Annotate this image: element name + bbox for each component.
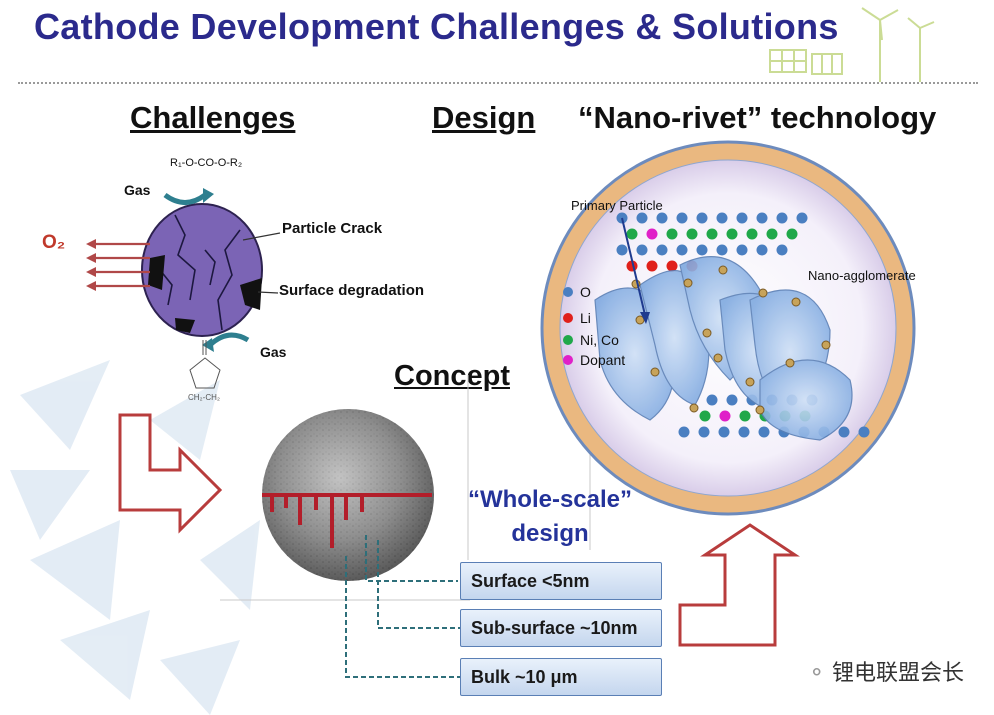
atom bbox=[756, 212, 768, 224]
legend-dopant: Dopant bbox=[580, 352, 626, 368]
atom bbox=[616, 244, 628, 256]
atom bbox=[776, 212, 788, 224]
atom bbox=[666, 228, 678, 240]
heading-concept: Concept bbox=[394, 360, 510, 392]
atom bbox=[676, 212, 688, 224]
atom bbox=[756, 244, 768, 256]
carbonate-ring bbox=[189, 340, 221, 389]
atom bbox=[706, 394, 718, 406]
atom bbox=[656, 244, 668, 256]
atom bbox=[636, 244, 648, 256]
surface-degradation-label: Surface degradation bbox=[279, 282, 425, 299]
atom bbox=[736, 212, 748, 224]
flow-arrow-right bbox=[678, 523, 800, 647]
atom bbox=[706, 228, 718, 240]
atom bbox=[726, 228, 738, 240]
whole-scale-line1: “Whole-scale” bbox=[467, 486, 633, 513]
cathode-particle bbox=[141, 203, 263, 337]
slide-title: Cathode Development Challenges & Solutio… bbox=[34, 6, 839, 47]
atom bbox=[719, 410, 731, 422]
layer-box-bulk: Bulk ~10 μm bbox=[460, 658, 662, 696]
atom bbox=[666, 260, 678, 272]
atom bbox=[766, 228, 778, 240]
atom bbox=[696, 244, 708, 256]
atom bbox=[626, 228, 638, 240]
wechat-icon: ⚬ bbox=[807, 660, 826, 685]
watermark-text: 锂电联盟会长 bbox=[831, 660, 964, 685]
surface-degradation-patches bbox=[148, 255, 262, 333]
atom bbox=[758, 426, 770, 438]
nano-agglomerate-label: Nano-agglomerate bbox=[808, 268, 916, 283]
atom bbox=[736, 244, 748, 256]
atom bbox=[726, 394, 738, 406]
atom bbox=[786, 228, 798, 240]
atom bbox=[699, 410, 711, 422]
legend-o: O bbox=[580, 284, 591, 300]
ring-label: CH₂-CH₂ bbox=[188, 393, 220, 402]
atom bbox=[676, 244, 688, 256]
layer-box-sub-surface: Sub-surface ~10nm bbox=[460, 609, 662, 647]
atom bbox=[716, 212, 728, 224]
legend-ni-co: Ni, Co bbox=[580, 332, 619, 348]
atom bbox=[698, 426, 710, 438]
gas-arrow-top bbox=[163, 192, 207, 205]
atom bbox=[646, 228, 658, 240]
atom bbox=[746, 228, 758, 240]
whole-scale-line2: design bbox=[511, 520, 589, 547]
layer-leaders bbox=[345, 535, 460, 678]
primary-particles bbox=[594, 256, 853, 441]
atom bbox=[776, 244, 788, 256]
atom bbox=[678, 426, 690, 438]
o2-label: O₂ bbox=[42, 232, 66, 253]
atom bbox=[686, 228, 698, 240]
primary-particle-label: Primary Particle bbox=[571, 198, 663, 213]
atom bbox=[718, 426, 730, 438]
rivet-points bbox=[631, 265, 831, 415]
atom bbox=[646, 260, 658, 272]
title-divider bbox=[18, 82, 978, 84]
flow-arrow-left bbox=[118, 413, 223, 534]
heading-nano-rivet: “Nano-rivet” technology bbox=[578, 100, 937, 135]
atom bbox=[636, 212, 648, 224]
atom bbox=[838, 426, 850, 438]
legend-li: Li bbox=[580, 310, 591, 326]
heading-design: Design bbox=[432, 100, 536, 135]
particle-crack-label: Particle Crack bbox=[282, 220, 383, 237]
layer-box-surface: Surface <5nm bbox=[460, 562, 662, 600]
atom bbox=[858, 426, 870, 438]
atom bbox=[738, 426, 750, 438]
particle-cracks bbox=[159, 214, 241, 331]
gas-top-label: Gas bbox=[124, 182, 151, 198]
formula-label: R₁-O-CO-O-R₂ bbox=[170, 157, 243, 169]
watermark: ⚬锂电联盟会长 bbox=[808, 655, 964, 687]
heading-challenges: Challenges bbox=[130, 100, 296, 135]
atom bbox=[796, 212, 808, 224]
atom bbox=[696, 212, 708, 224]
cross-section-markers bbox=[262, 493, 432, 548]
gas-arrow-bottom bbox=[208, 332, 250, 347]
atom bbox=[656, 212, 668, 224]
atom bbox=[739, 410, 751, 422]
o2-arrows bbox=[92, 242, 150, 288]
gas-bottom-label: Gas bbox=[260, 344, 287, 360]
atom bbox=[716, 244, 728, 256]
